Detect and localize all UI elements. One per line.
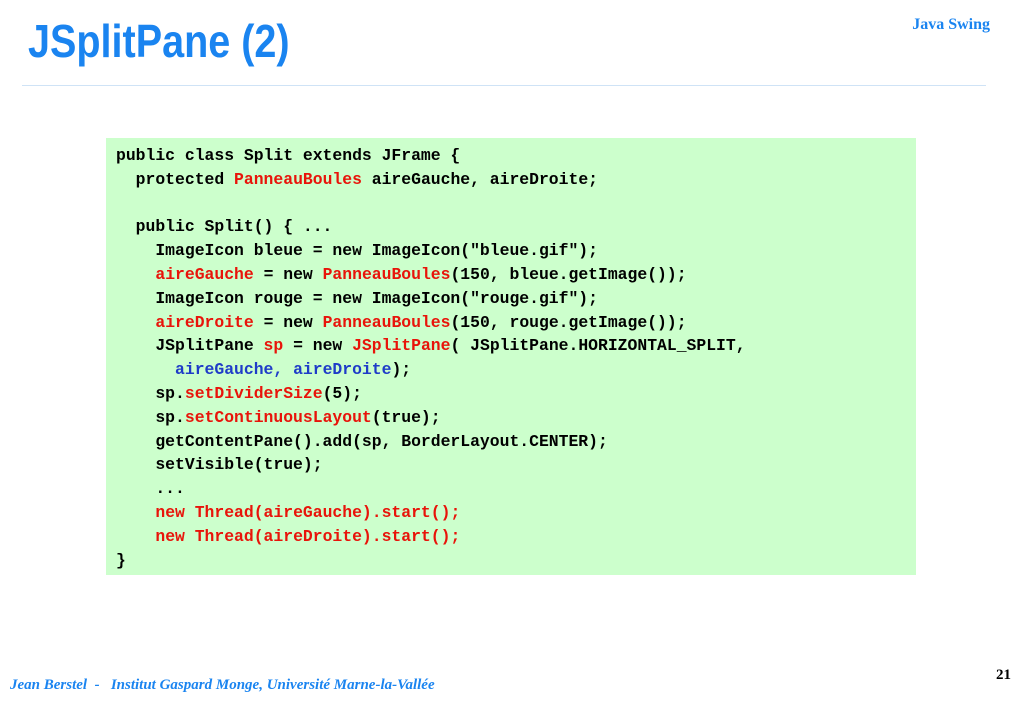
code-text: } (116, 550, 126, 570)
code-highlight: new Thread(aireGauche).start(); (155, 502, 461, 522)
code-line: ImageIcon bleue = new ImageIcon("bleue.g… (116, 239, 916, 263)
code-text: ( JSplitPane.HORIZONTAL_SPLIT, (450, 336, 746, 356)
code-text: public class Split extends JFrame { (116, 146, 461, 165)
code-line: aireGauche = new PanneauBoules(150, bleu… (116, 263, 916, 287)
code-line: } (116, 549, 916, 573)
code-line: public Split() { ... (116, 215, 916, 239)
code-highlight: setContinuousLayout (184, 407, 372, 427)
code-highlight: PanneauBoules (322, 264, 451, 284)
slide-title: JSplitPane (2) (28, 15, 290, 67)
code-text: = new (283, 336, 353, 356)
code-line: getContentPane().add(sp, BorderLayout.CE… (116, 430, 916, 454)
code-highlight: new Thread(aireDroite).start(); (155, 526, 461, 546)
code-line: new Thread(aireGauche).start(); (116, 501, 916, 525)
code-line: ... (116, 477, 916, 501)
code-highlight: setDividerSize (184, 383, 323, 403)
code-highlight: JSplitPane (352, 336, 451, 356)
code-text: public Split() { ... (116, 217, 333, 237)
code-text: = new (253, 264, 323, 284)
code-text: protected (116, 169, 235, 189)
code-text: = new (253, 312, 323, 332)
code-text (116, 503, 155, 522)
code-highlight: PanneauBoules (322, 312, 451, 332)
code-text: sp. (116, 383, 185, 403)
code-highlight: sp (263, 336, 284, 356)
footer-author: Jean Berstel - Institut Gaspard Monge, U… (10, 677, 435, 693)
code-text: (150, bleue.getImage()); (450, 264, 687, 284)
code-line: ImageIcon rouge = new ImageIcon("rouge.g… (116, 287, 916, 311)
code-highlight: aireGauche (155, 264, 254, 284)
code-text (116, 527, 155, 546)
code-text (116, 265, 155, 284)
code-highlight: aireGauche, aireDroite (175, 360, 392, 380)
code-line (116, 192, 916, 216)
code-text: (150, rouge.getImage()); (450, 312, 687, 332)
code-line: sp.setContinuousLayout(true); (116, 406, 916, 430)
code-block: public class Split extends JFrame { prot… (106, 138, 916, 575)
code-text: (5); (322, 383, 362, 403)
code-line: protected PanneauBoules aireGauche, aire… (116, 168, 916, 192)
code-line: sp.setDividerSize(5); (116, 382, 916, 406)
code-text: sp. (116, 407, 185, 427)
code-line: JSplitPane sp = new JSplitPane( JSplitPa… (116, 334, 916, 358)
title-divider (22, 85, 986, 86)
code-text: (true); (371, 407, 441, 427)
code-text: ... (116, 479, 185, 499)
code-line: aireGauche, aireDroite); (116, 358, 916, 382)
code-text: setVisible(true); (116, 455, 323, 475)
code-line: public class Split extends JFrame { (116, 144, 916, 168)
code-highlight: aireDroite (155, 312, 254, 332)
page-number: 21 (996, 667, 1011, 683)
code-line: aireDroite = new PanneauBoules(150, roug… (116, 311, 916, 335)
code-text: JSplitPane (116, 336, 264, 356)
code-text: ImageIcon rouge = new ImageIcon("rouge.g… (116, 288, 598, 308)
code-text: ImageIcon bleue = new ImageIcon("bleue.g… (116, 241, 598, 261)
code-text (116, 313, 155, 332)
code-text: getContentPane().add(sp, BorderLayout.CE… (116, 431, 608, 451)
code-line: setVisible(true); (116, 453, 916, 477)
code-text (116, 360, 175, 379)
code-text: ); (391, 360, 412, 380)
section-label: Java Swing (912, 16, 990, 33)
code-line: new Thread(aireDroite).start(); (116, 525, 916, 549)
code-text: aireGauche, aireDroite; (361, 169, 598, 189)
code-highlight: PanneauBoules (234, 169, 362, 189)
